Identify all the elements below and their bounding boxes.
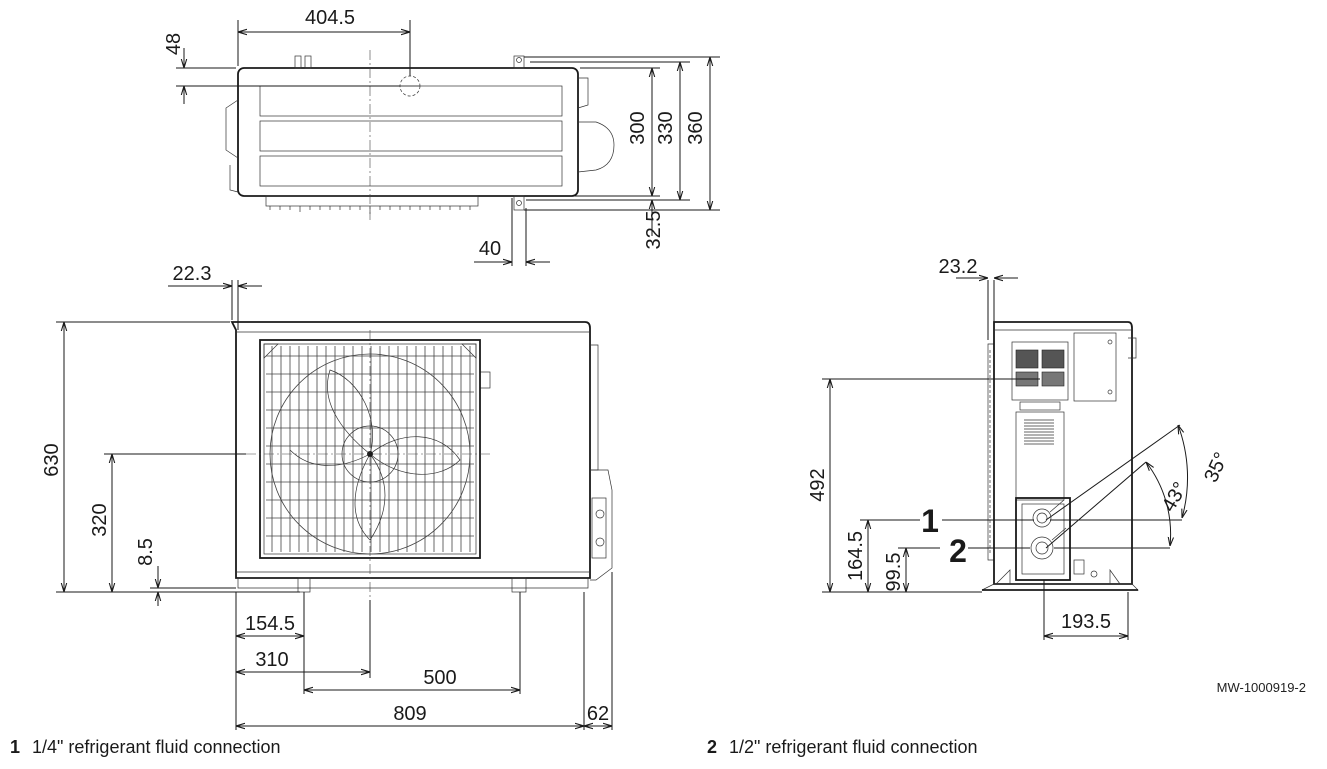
technical-drawing: 404.5 48 300 330 360 32.5 40 bbox=[41, 7, 1306, 730]
legend-item-2: 2 1/2" refrigerant fluid connection bbox=[707, 735, 978, 759]
top-dim-40: 40 bbox=[479, 238, 501, 260]
callout-1: 1 bbox=[921, 503, 939, 539]
top-dim-404-5: 404.5 bbox=[305, 7, 355, 29]
side-view: 23.2 492 164.5 99.5 1 2 35° 43° 193.5 bbox=[807, 256, 1233, 640]
top-dim-48: 48 bbox=[163, 33, 185, 55]
side-angle-35: 35° bbox=[1200, 449, 1233, 486]
top-dim-330: 330 bbox=[655, 111, 677, 144]
legend-text: 1/4" refrigerant fluid connection bbox=[32, 737, 281, 757]
side-dim-164-5: 164.5 bbox=[845, 531, 867, 581]
front-dim-8-5: 8.5 bbox=[135, 538, 157, 566]
front-dim-310: 310 bbox=[255, 649, 288, 671]
side-dim-492: 492 bbox=[807, 468, 829, 501]
side-angle-43: 43° bbox=[1158, 478, 1192, 515]
legend-number: 1 bbox=[10, 737, 21, 757]
front-dim-809: 809 bbox=[393, 703, 426, 725]
side-dim-23-2: 23.2 bbox=[939, 256, 978, 278]
legend-number: 2 bbox=[707, 737, 718, 757]
side-dim-193-5: 193.5 bbox=[1061, 611, 1111, 633]
front-dim-320: 320 bbox=[89, 503, 111, 536]
front-dim-62: 62 bbox=[587, 703, 609, 725]
top-dim-360: 360 bbox=[685, 111, 707, 144]
front-dim-630: 630 bbox=[41, 443, 63, 476]
front-view: 22.3 630 320 8.5 154.5 310 500 809 bbox=[41, 263, 613, 730]
front-dim-22-3: 22.3 bbox=[173, 263, 212, 285]
callout-2: 2 bbox=[949, 533, 967, 569]
front-dim-154-5: 154.5 bbox=[245, 613, 295, 635]
top-view: 404.5 48 300 330 360 32.5 40 bbox=[163, 7, 720, 266]
top-dim-32-5: 32.5 bbox=[643, 211, 665, 250]
front-dim-500: 500 bbox=[423, 667, 456, 689]
side-dim-99-5: 99.5 bbox=[883, 553, 905, 592]
top-dim-300: 300 bbox=[627, 111, 649, 144]
legend-text: 1/2" refrigerant fluid connection bbox=[729, 737, 978, 757]
legend-item-1: 1 1/4" refrigerant fluid connection bbox=[10, 735, 281, 759]
reference-code: MW-1000919-2 bbox=[1217, 680, 1306, 695]
